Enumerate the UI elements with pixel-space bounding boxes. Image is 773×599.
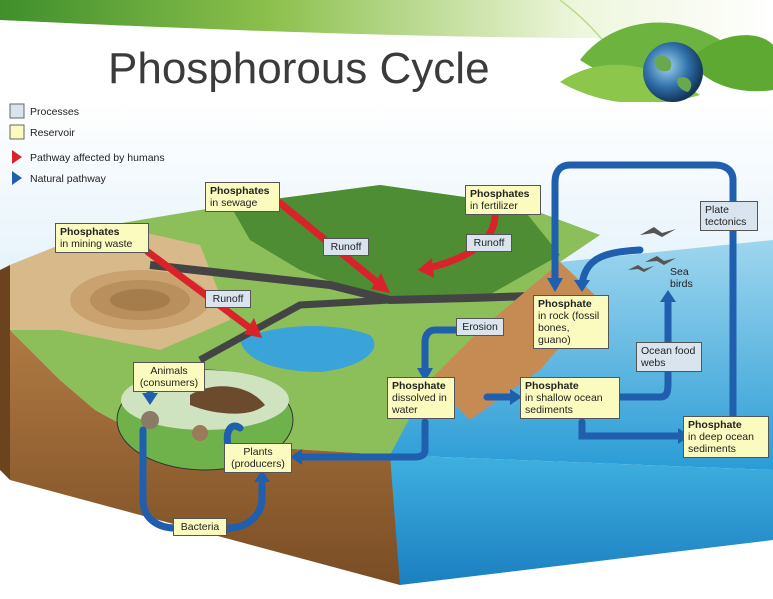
- lake: [240, 325, 375, 372]
- bird-icon: [640, 227, 676, 237]
- process-runoff-fertilizer: Runoff: [466, 234, 512, 252]
- arrow-head: [417, 368, 433, 382]
- legend-process-swatch: [9, 103, 25, 119]
- process-erosion: Erosion: [456, 318, 504, 336]
- leaf-icon: [690, 35, 773, 92]
- legend-processes-label: Processes: [30, 106, 80, 118]
- legend-natural-label: Natural pathway: [30, 173, 106, 185]
- process-plate-tectonics: Plate tectonics: [700, 201, 758, 231]
- ocean-side: [390, 455, 773, 585]
- arrow-head: [254, 470, 270, 482]
- arrow-head: [547, 278, 563, 292]
- bird-icon: [628, 265, 654, 272]
- reservoir-animals: Animals (consumers): [133, 362, 205, 392]
- arrow-head: [244, 318, 262, 338]
- legend-reservoir-swatch: [9, 124, 25, 140]
- animal-icon: [141, 411, 159, 429]
- arrow-head: [418, 258, 434, 278]
- arrow-head: [660, 290, 676, 302]
- arrow-head: [290, 449, 302, 465]
- arrow-head: [510, 389, 522, 405]
- bird-icon: [645, 256, 676, 265]
- legend-human-arrow-icon: [12, 150, 22, 164]
- animal-icon: [192, 425, 208, 441]
- page-title: Phosphorous Cycle: [108, 44, 490, 93]
- legend-human-label: Pathway affected by humans: [30, 152, 165, 164]
- legend-natural-arrow-icon: [12, 171, 22, 185]
- header-band: [0, 0, 773, 39]
- arrow-head: [371, 273, 390, 293]
- reservoir-bacteria: Bacteria: [173, 518, 227, 536]
- reservoir-plants: Plants (producers): [224, 443, 292, 473]
- arrow-head: [574, 280, 590, 292]
- process-runoff-sewage: Runoff: [323, 238, 369, 256]
- natural-pathway-arrows: [139, 161, 737, 532]
- process-runoff-mining: Runoff: [205, 290, 251, 308]
- sea-birds-label: Sea birds: [670, 266, 693, 290]
- process-ocean-food-webs: Ocean food webs: [636, 342, 702, 372]
- animal-icon: [190, 386, 265, 414]
- legend-reservoir-label: Reservoir: [30, 127, 75, 139]
- arrow-head: [142, 393, 158, 405]
- globe-icon: [643, 42, 703, 102]
